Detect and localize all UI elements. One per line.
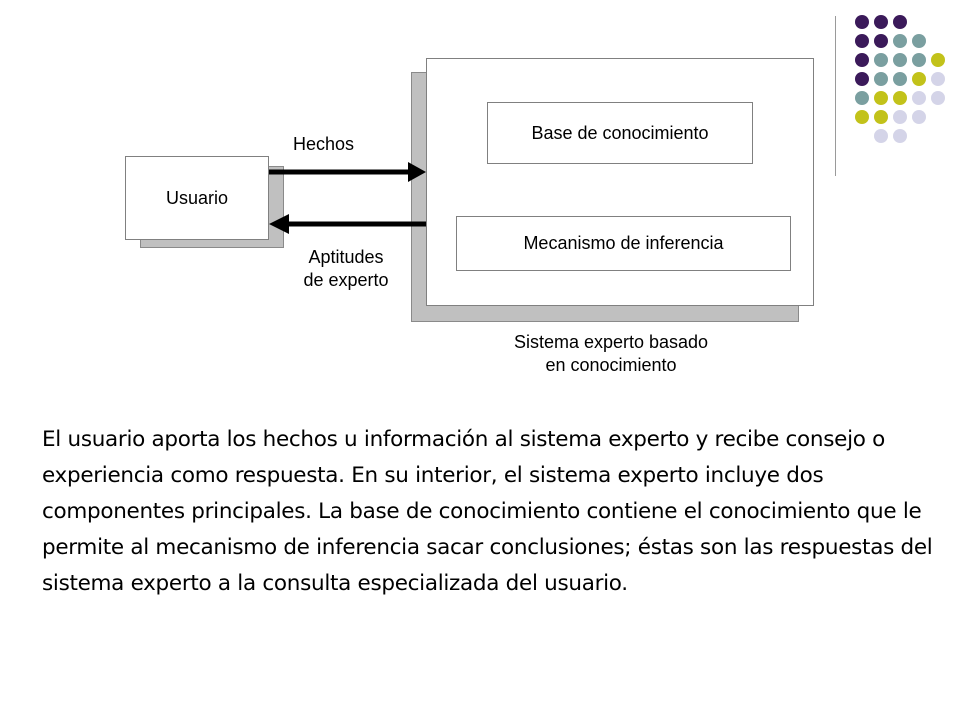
expertise-arrowhead [269, 214, 289, 234]
decorative-dot [912, 91, 926, 105]
flow-arrows [269, 162, 426, 234]
user-label: Usuario [165, 187, 229, 208]
decorative-dot [893, 129, 907, 143]
decorative-dot [893, 110, 907, 124]
system-caption-line-2: en conocimiento [545, 355, 677, 375]
user-box: Usuario [125, 156, 269, 240]
decorative-divider-line [835, 16, 836, 176]
decorative-dot [893, 91, 907, 105]
decorative-dot [912, 34, 926, 48]
explanation-paragraph: El usuario aporta los hechos u informaci… [42, 427, 933, 596]
decorative-dot [855, 91, 869, 105]
facts-label: Hechos [293, 134, 355, 154]
decorative-dot [893, 15, 907, 29]
decorative-dot [855, 34, 869, 48]
facts-arrowhead [408, 162, 426, 182]
decorative-dot [855, 110, 869, 124]
expertise-label-line-2: de experto [303, 270, 389, 290]
decorative-dot [874, 91, 888, 105]
decorative-dot [912, 110, 926, 124]
decorative-dot [855, 15, 869, 29]
inference-engine-box: Mecanismo de inferencia [456, 216, 791, 271]
system-caption-line-1: Sistema experto basado [513, 332, 709, 352]
decorative-dot [874, 15, 888, 29]
expertise-label-line-1: Aptitudes [308, 247, 384, 267]
decorative-dot [893, 34, 907, 48]
decorative-dot-grid [855, 15, 945, 143]
decorative-dot [912, 72, 926, 86]
decorative-dot [855, 53, 869, 67]
decorative-dot [931, 72, 945, 86]
decorative-dot [874, 72, 888, 86]
expertise-label: Aptitudes de experto [290, 246, 402, 292]
decorative-dot [931, 53, 945, 67]
inference-engine-label: Mecanismo de inferencia [523, 233, 724, 253]
decorative-dot [855, 72, 869, 86]
decorative-dot [874, 129, 888, 143]
decorative-dot [874, 110, 888, 124]
knowledge-base-label: Base de conocimiento [531, 122, 709, 143]
decorative-dot [874, 53, 888, 67]
decorative-dot [874, 34, 888, 48]
decorative-dot [912, 53, 926, 67]
decorative-dot [931, 91, 945, 105]
decorative-dot [893, 72, 907, 86]
knowledge-base-box: Base de conocimiento [487, 102, 753, 164]
decorative-dot [893, 53, 907, 67]
system-caption: Sistema experto basado en conocimiento [470, 331, 752, 377]
